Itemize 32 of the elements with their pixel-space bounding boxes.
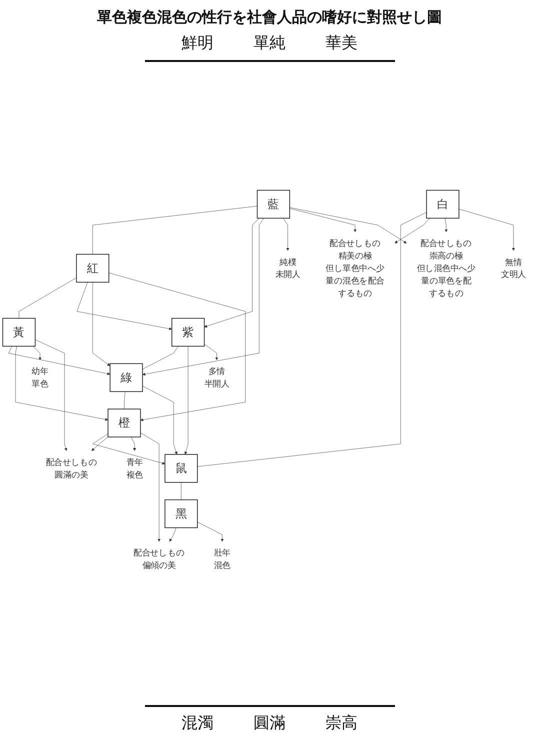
node-box: 橙 — [108, 408, 141, 438]
connector — [92, 206, 258, 254]
node-box: 白 — [426, 190, 460, 219]
quality-label: 圓滿 — [254, 713, 286, 734]
connector — [197, 212, 427, 467]
quality-label: 崇高 — [326, 713, 358, 734]
node-text: 配合せしもの偏傾の美 — [134, 548, 185, 570]
node-box: 黑 — [164, 499, 198, 528]
node-text: 純樸 未開人 — [275, 257, 300, 280]
node-text: 配合せしもの崇高の極 但し混色中へ少量の單色を配するもの — [416, 238, 476, 298]
quality-label: 華美 — [326, 33, 358, 54]
node-box: 綠 — [110, 363, 143, 392]
node-text: 壯年 混色 — [214, 548, 231, 570]
node-text: 幼年 單色 — [32, 366, 48, 389]
quality-label: 混濁 — [182, 713, 214, 734]
node-box: 紫 — [172, 318, 205, 347]
node-box: 鼠 — [164, 454, 198, 483]
connector — [124, 391, 126, 410]
node-box: 藍 — [256, 190, 290, 219]
node-text: 無情 文明人 — [501, 257, 526, 280]
node-text: 青年 複色 — [126, 457, 143, 480]
quality-label: 單純 — [254, 33, 286, 54]
node-box: 紅 — [76, 254, 110, 283]
connector — [142, 346, 179, 370]
node-text: 多情 半開人 — [204, 366, 230, 389]
quality-label: 鮮明 — [182, 33, 214, 54]
connector — [180, 482, 182, 500]
title: 單色複色混色の性行を社會人品の嗜好に對照せし圖 — [97, 8, 442, 27]
node-text: 配合せしもの精美の極 但し單色中へ少量の混色を配合するもの — [326, 238, 384, 298]
node-box: 黃 — [2, 318, 36, 347]
node-text: 配合せしもの圓滿の美 — [46, 457, 97, 480]
connector — [18, 278, 77, 318]
